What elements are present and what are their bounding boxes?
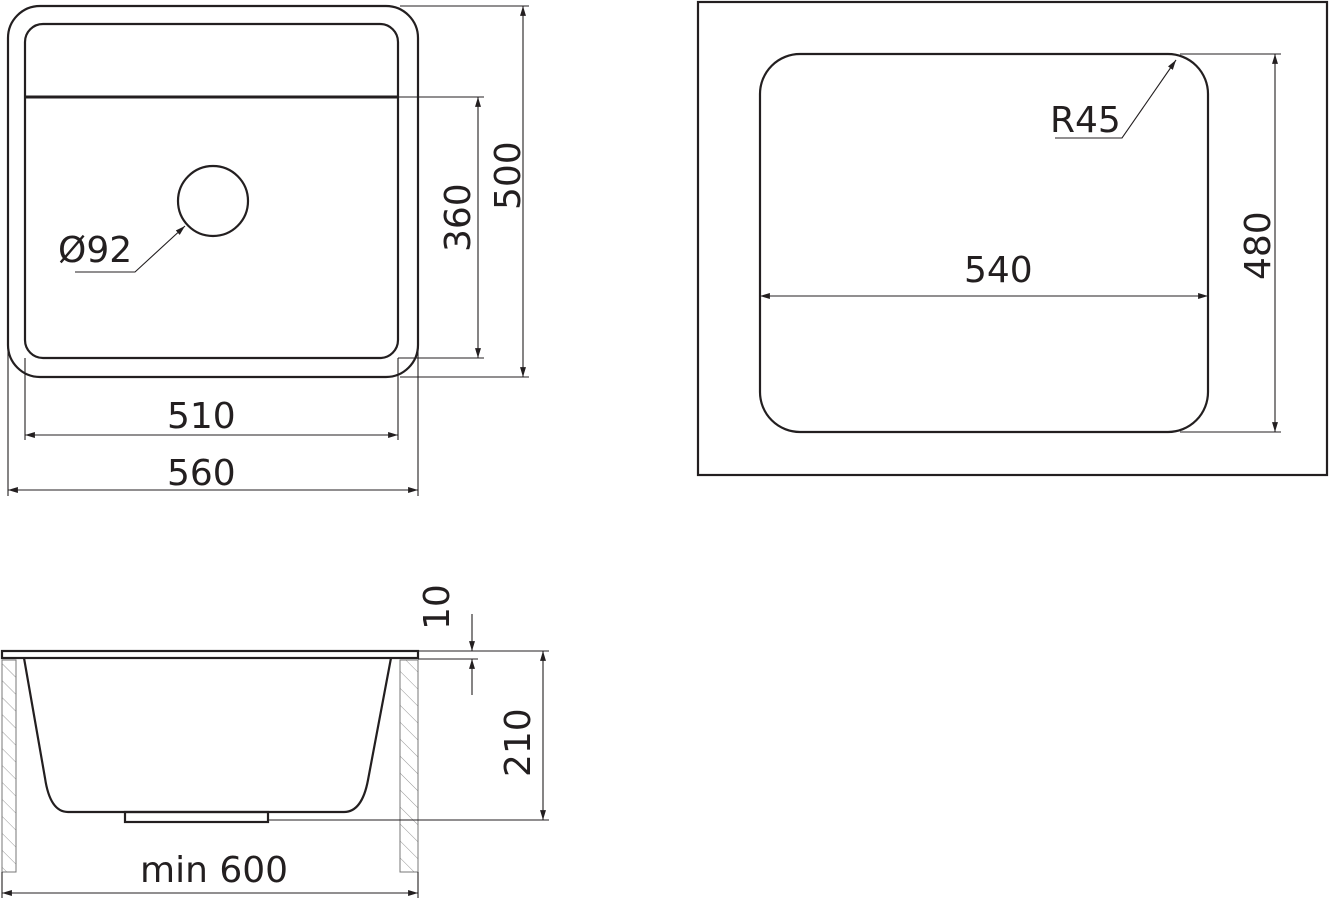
dimension-360: 360 xyxy=(398,96,484,359)
drain-outlet xyxy=(123,810,270,824)
dimension-540: 540 xyxy=(760,250,1208,299)
drain-diameter-label: Ø92 xyxy=(58,230,132,271)
dimension-drain: Ø92 xyxy=(58,225,186,273)
rim-thickness-label: 10 xyxy=(417,584,458,630)
dimension-min-600: min 600 xyxy=(1,850,419,898)
side-view: 10 210 min 600 xyxy=(0,584,549,898)
bowl-profile xyxy=(22,657,393,814)
cutout-view: R45 540 480 xyxy=(696,0,1329,477)
sink-rim xyxy=(0,649,420,660)
cabinet-wall-left xyxy=(1,659,17,873)
cabinet-min-label: min 600 xyxy=(140,850,288,891)
dimension-480: 480 xyxy=(1180,53,1281,433)
cutout-outline xyxy=(758,52,1210,434)
dimension-10: 10 xyxy=(417,584,478,695)
dimension-500: 500 xyxy=(400,5,529,378)
overall-depth-label: 500 xyxy=(488,141,529,210)
bowl-height-label: 210 xyxy=(498,708,539,777)
dimension-560: 560 xyxy=(7,350,419,496)
radius-label: R45 xyxy=(1050,100,1121,141)
dimension-510: 510 xyxy=(24,358,399,440)
dimension-r45: R45 xyxy=(1050,59,1177,141)
overall-width-label: 560 xyxy=(167,453,236,494)
dimension-210: 210 xyxy=(268,650,549,821)
sink-outer-outline xyxy=(6,4,420,379)
cabinet-wall-right xyxy=(399,659,419,873)
cutout-width-label: 540 xyxy=(964,250,1033,291)
drain-hole xyxy=(176,164,250,238)
top-view: Ø92 360 500 510 560 xyxy=(6,4,529,496)
bowl-width-label: 510 xyxy=(167,396,236,437)
cutout-depth-label: 480 xyxy=(1238,211,1279,280)
bowl-outline xyxy=(23,22,400,360)
countertop-outline xyxy=(696,0,1329,477)
bowl-depth-label: 360 xyxy=(438,183,479,252)
